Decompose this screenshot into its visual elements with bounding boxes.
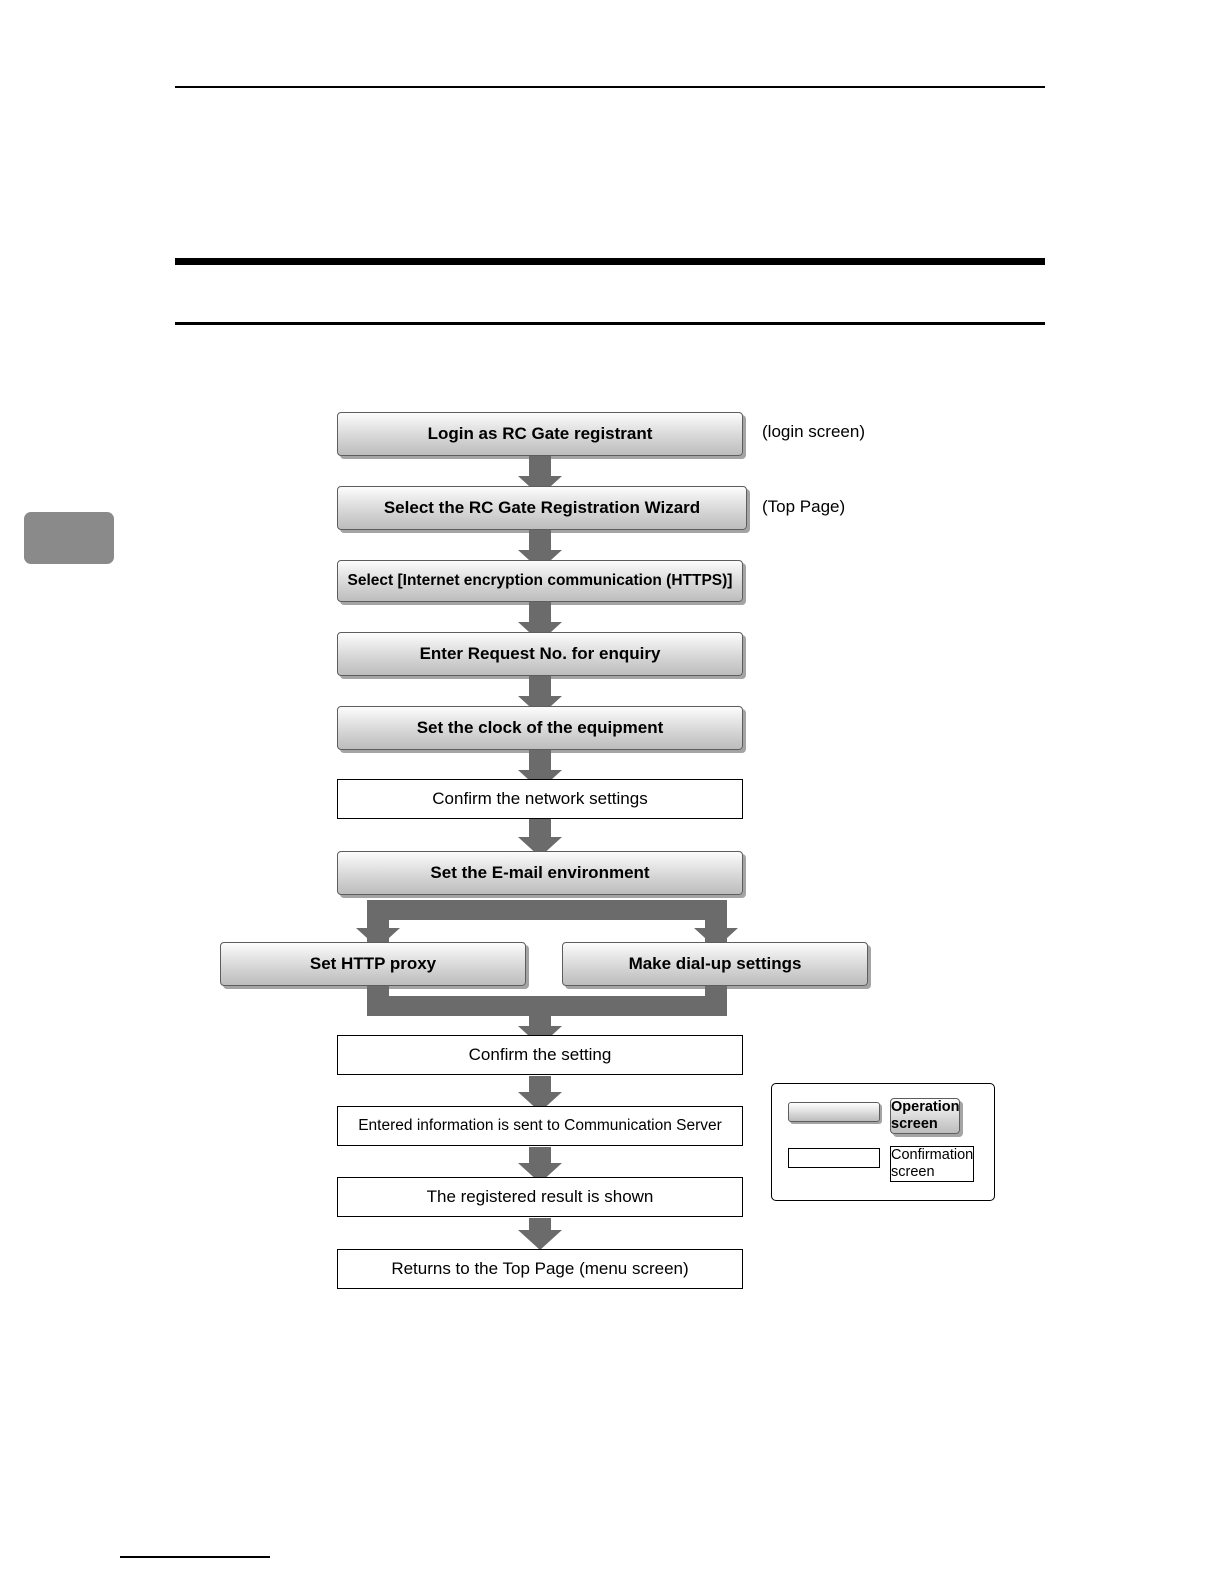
annotation-login-screen: (login screen) bbox=[762, 422, 865, 441]
flow-node-email[interactable]: Set the E-mail environment bbox=[337, 851, 743, 895]
legend-label-confirmation-line2: screen bbox=[891, 1164, 935, 1180]
flow-node-network: Confirm the network settings bbox=[337, 779, 743, 819]
flow-node-return-top: Returns to the Top Page (menu screen) bbox=[337, 1249, 743, 1289]
section-rule-thin bbox=[175, 322, 1045, 325]
flow-node-dial-up[interactable]: Make dial-up settings bbox=[562, 942, 868, 986]
branch-split-connector bbox=[367, 900, 727, 948]
legend-label-confirmation: Confirmation screen bbox=[890, 1146, 975, 1182]
flow-node-request-no[interactable]: Enter Request No. for enquiry bbox=[337, 632, 743, 676]
arrow-result-to-return bbox=[518, 1218, 562, 1250]
annotation-top-page: (Top Page) bbox=[762, 497, 846, 516]
footer-rule bbox=[120, 1556, 270, 1558]
legend-label-confirmation-line1: Confirmation bbox=[891, 1147, 974, 1163]
legend-swatch-confirmation bbox=[788, 1148, 880, 1168]
flow-node-https[interactable]: Select [Internet encryption communicatio… bbox=[337, 560, 743, 602]
legend-label-operation: Operation screen bbox=[890, 1098, 961, 1134]
flow-node-login[interactable]: Login as RC Gate registrant bbox=[337, 412, 743, 456]
branch-merge-connector bbox=[367, 986, 727, 1016]
section-rule-thick bbox=[175, 258, 1045, 265]
page-side-tab bbox=[24, 512, 114, 564]
flow-node-clock[interactable]: Set the clock of the equipment bbox=[337, 706, 743, 750]
legend-swatch-operation bbox=[788, 1102, 880, 1122]
flow-node-sent: Entered information is sent to Communica… bbox=[337, 1106, 743, 1146]
legend-label-operation-line1: Operation bbox=[891, 1099, 960, 1115]
legend-label-operation-line2: screen bbox=[891, 1116, 938, 1132]
legend-box: Operation screen Confirmation screen bbox=[771, 1083, 995, 1201]
flow-node-http-proxy[interactable]: Set HTTP proxy bbox=[220, 942, 526, 986]
flow-node-result: The registered result is shown bbox=[337, 1177, 743, 1217]
flow-node-confirm: Confirm the setting bbox=[337, 1035, 743, 1075]
header-rule bbox=[175, 86, 1045, 88]
flow-node-wizard[interactable]: Select the RC Gate Registration Wizard bbox=[337, 486, 747, 530]
